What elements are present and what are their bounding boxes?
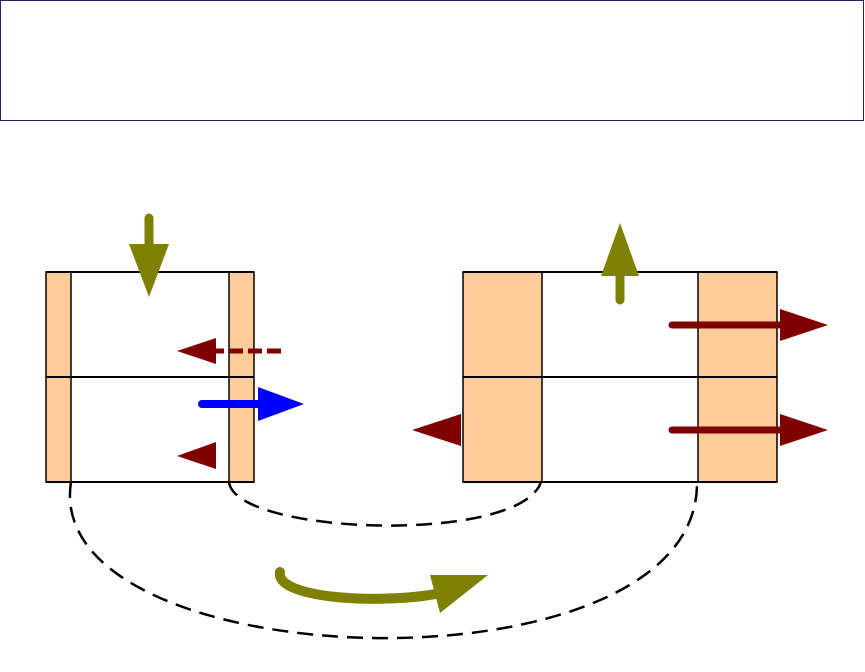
- inner-dashed-path: [227, 481, 543, 527]
- curved-arrow-icon: [275, 567, 488, 613]
- arrow-left-icon: [412, 414, 461, 446]
- arrow-left-icon: [177, 338, 283, 364]
- arrow-right-icon: [198, 387, 304, 421]
- left-state: [45, 271, 255, 483]
- arrow-right-icon: [668, 309, 828, 341]
- outer-dashed-path: [68, 481, 699, 640]
- arrow-left-icon: [177, 442, 216, 469]
- arrow-up-icon: [601, 223, 639, 305]
- header-panel: [0, 0, 864, 121]
- arrow-right-icon: [668, 414, 828, 446]
- arrow-down-icon: [129, 213, 169, 297]
- right-state: [462, 271, 778, 483]
